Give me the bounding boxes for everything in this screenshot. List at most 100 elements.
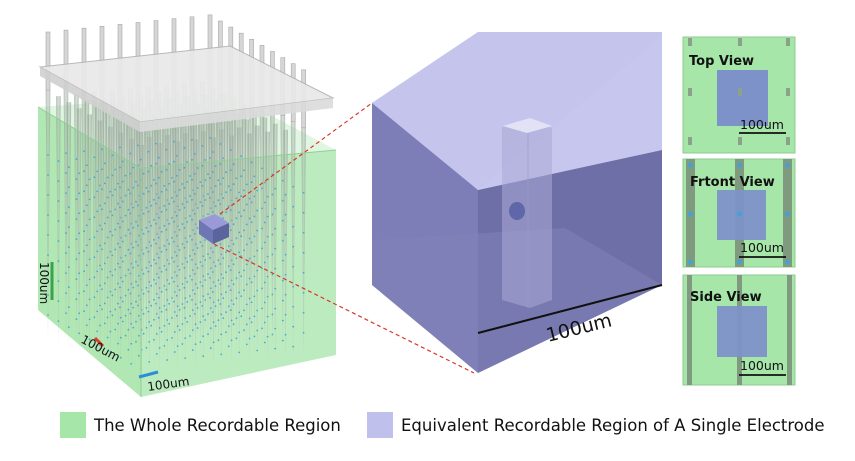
electrode-contact-site [99,284,101,287]
electrode-contact-site [142,332,145,335]
electrode-contact-site [57,240,60,243]
electrode-contact-site [184,297,187,299]
electrode-contact-site [256,209,259,212]
electrode-contact-site [109,210,112,213]
electrode-contact-site [75,158,78,161]
electrode-contact-site [253,335,256,338]
electrode-contact-site [88,198,91,201]
electrode-contact-site [96,190,99,193]
electrode-contact-site [121,300,124,303]
electrode-contact-site [284,273,287,276]
top-view-electrode-marker [738,137,742,145]
electrode-contact-site [93,296,96,299]
electrode-contact-site [101,268,103,271]
electrode-contact-site [186,161,189,163]
electrode-contact-site [184,337,187,339]
electrode-contact-site [109,310,112,313]
electrode-contact-site [75,318,78,321]
electrode-contact-site [124,254,127,257]
electrode-contact-site [232,323,235,326]
electrode-contact-site [271,273,274,276]
electrode-contact-site [119,146,121,149]
legend-label-whole-region: The Whole Recordable Region [94,415,341,435]
electrode-contact-site [127,348,130,351]
electrode-contact-site [160,210,163,213]
electrode-contact-site [227,185,230,188]
electrode-needle [74,94,79,343]
electrode-contact-site [47,294,49,296]
electrode-contact-site [217,259,220,262]
electrode-contact-site [183,246,186,249]
electrode-contact-site [153,218,155,221]
electrode-contact-site [235,297,238,300]
electrode-contact-site [292,265,295,268]
legend-whole-region: The Whole Recordable Region [60,410,341,440]
front-view-contact-dot [785,211,790,217]
electrode-contact-site [157,176,160,179]
electrode-contact-site [271,213,274,216]
electrode-contact-site [222,177,225,180]
electrode-contact-site [175,314,178,317]
electrode-contact-site [232,243,235,246]
electrode-contact-site [117,262,119,265]
electrode-contact-site [175,294,178,297]
electrode-contact-site [248,297,251,300]
electrode-contact-site [202,315,205,318]
electrode-contact-site [181,263,184,265]
electrode-contact-site [157,236,160,239]
electrode-contact-site [142,312,145,315]
electrode-contact-site [225,331,227,334]
electrode-needle [270,109,275,348]
electrode-contact-site [85,284,88,287]
top-view-electrode-marker [688,88,692,96]
electrode-contact-site [158,327,161,329]
electrode-contact-site [88,258,91,261]
electrode-contact-site [207,273,209,275]
electrode-contact-site [93,316,96,319]
electrode-contact-site [196,307,199,309]
electrode-contact-site [230,299,233,302]
electrode-contact-site [222,297,225,299]
electrode-contact-site [101,288,103,291]
electrode-contact-site [186,301,189,303]
electrode-contact-site [181,223,184,225]
electrode-contact-site [111,174,114,177]
electrode-contact-site [211,311,214,313]
electrode-contact-site [274,227,277,230]
electrode-contact-site [83,250,85,253]
electrode-contact-site [57,160,60,163]
electrode-contact-site [263,181,266,184]
electrode-contact-site [178,309,181,311]
electrode-contact-site [171,297,173,299]
electrode-contact-site [261,207,263,210]
electrode-contact-site [281,279,284,282]
electrode-contact-site [129,252,132,255]
electrode-contact-site [256,329,259,332]
electrode-contact-site [207,333,209,335]
electrode-contact-site [173,311,176,313]
electrode-contact-site [229,309,232,311]
electrode-contact-site [160,190,163,193]
electrode-contact-site [160,290,163,293]
electrode-contact-site [225,311,227,314]
electrode-contact-site [145,206,148,209]
electrode-contact-site [209,137,211,139]
electrode-contact-site [248,197,251,200]
electrode-contact-site [209,327,212,330]
electrode-contact-site [124,214,127,217]
electrode-contact-site [212,341,215,344]
electrode-contact-site [99,184,101,187]
electrode-contact-site [212,321,215,324]
electrode-contact-site [175,274,178,277]
electrode-contact-site [173,351,176,353]
electrode-contact-site [75,238,78,241]
electrode-contact-site [243,229,245,232]
electrode-contact-site [302,331,305,334]
electrode-contact-site [178,169,181,171]
electrode-contact-site [165,268,168,271]
electrode-contact-site [127,248,130,251]
electrode-contact-site [150,264,153,267]
electrode-contact-site [132,246,135,249]
cube-top-face [372,32,662,190]
electrode-contact-site [119,186,121,189]
